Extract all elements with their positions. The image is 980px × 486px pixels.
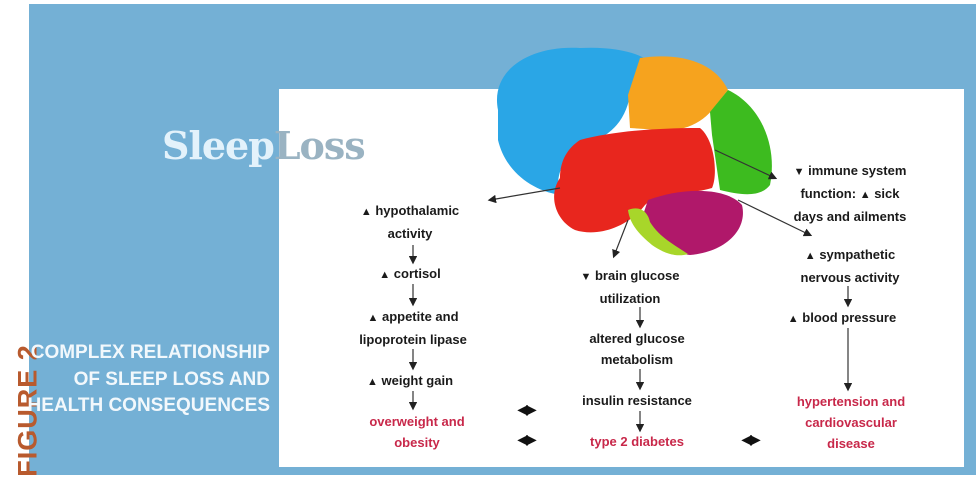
diagram-title: SleepLoss [162,123,366,168]
title-sleep: Sleep [162,123,275,168]
text: immune system [808,163,907,178]
connector-arrows [408,149,853,433]
text: days and ailments [793,209,907,224]
cerebellum [642,190,743,255]
node-weight-gain: ▲ weight gain [367,370,453,393]
text: cortisol [393,266,441,281]
text: hypertension and [796,394,906,409]
up-triangle-icon: ▲ [804,250,816,262]
text: weight gain [381,373,454,388]
text: overweight and [369,414,465,429]
text: obesity [394,435,440,450]
down-triangle-icon: ▼ [580,271,592,283]
text: sick [874,186,900,201]
up-triangle-icon: ▲ [366,376,378,388]
title-loss: Loss [273,123,366,168]
temporal-lobe [554,128,715,233]
node-sympathetic: ▲ sympathetic nervous activity [801,244,900,288]
node-cortisol: ▲ cortisol [379,263,440,286]
up-triangle-icon: ▲ [379,269,391,281]
text: cardiovascular [805,415,897,430]
bidirectional-arrow-icon: ◀▶ [517,431,536,447]
bidirectional-arrow-icon: ◀▶ [517,401,536,417]
text: hypothalamic [375,203,460,218]
node-appetite: ▲ appetite and lipoprotein lipase [359,306,467,350]
up-triangle-icon: ▲ [859,189,871,201]
text: activity [387,226,433,241]
occipital-lobe [710,90,772,195]
arrow-brain-to-glucose [612,219,629,259]
brain-illustration [496,47,772,256]
arrow-brain-to-immune [714,149,778,180]
text: brain glucose [594,268,680,283]
node-brain-glucose: ▼ brain glucose utilization [580,265,679,309]
node-blood-pressure: ▲ blood pressure [788,307,896,330]
up-triangle-icon: ▲ [787,313,799,325]
text: nervous activity [800,270,900,285]
text: disease [827,436,875,451]
arrow-brain-to-hypothalamic [487,187,561,204]
outcome-diabetes: type 2 diabetes [590,434,684,449]
text: blood pressure [802,310,897,325]
diagram-subtitle: COMPLEX RELATIONSHIP OF SLEEP LOSS AND H… [27,342,270,416]
down-triangle-icon: ▼ [793,166,805,178]
outcome-obesity: overweight and obesity [369,411,464,453]
parietal-lobe [628,56,728,131]
text: lipoprotein lipase [359,332,467,347]
text: metabolism [600,352,674,367]
brainstem [628,208,688,256]
node-hypothalamic: ▲ hypothalamic activity [361,200,459,244]
outcome-hypertension: hypertension and cardiovascular disease [797,391,905,454]
frontal-lobe [496,47,655,196]
node-immune: ▼ immune system function: ▲ sick days and … [794,160,907,227]
up-triangle-icon: ▲ [360,206,372,218]
text: sympathetic [819,247,896,262]
arrow-brain-to-sympathetic [737,199,813,237]
text: utilization [599,291,661,306]
text: appetite and [381,309,459,324]
node-altered-glucose: altered glucose metabolism [589,328,684,370]
up-triangle-icon: ▲ [367,312,379,324]
node-insulin: insulin resistance [582,393,692,408]
bidirectional-arrow-icon: ◀▶ [741,431,760,447]
text: altered glucose [589,331,685,346]
text: function: [800,186,857,201]
